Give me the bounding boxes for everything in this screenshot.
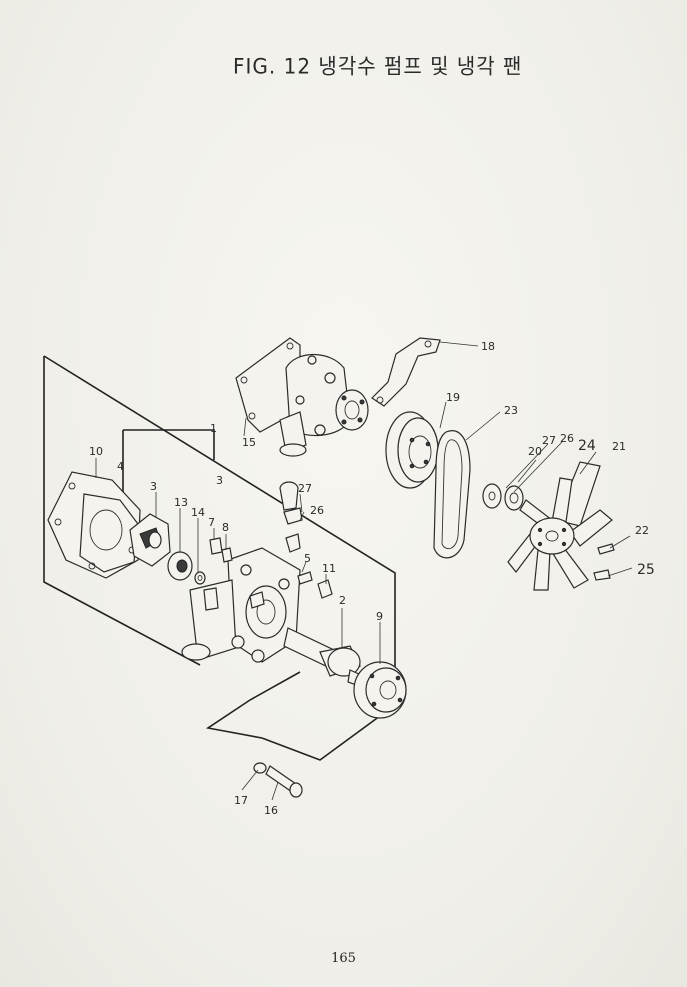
callout-18: 18 — [481, 340, 495, 353]
hose-fitting-parts — [279, 481, 303, 553]
callout-25: 25 — [637, 562, 655, 578]
callout-23: 23 — [504, 404, 518, 417]
pulley-part — [385, 411, 439, 489]
callout-17: 17 — [234, 794, 248, 807]
callout-2: 2 — [339, 594, 346, 607]
callout-26a: 26 — [560, 432, 574, 445]
figure-title: FIG. 12 냉각수 펌프 및 냉각 팬 — [233, 53, 523, 79]
callout-10: 10 — [89, 445, 103, 458]
callout-21: 21 — [612, 440, 626, 453]
fan-spacer-parts — [482, 483, 524, 511]
cooling-fan-part — [507, 461, 613, 591]
callout-19: 19 — [446, 391, 460, 404]
callout-1: 1 — [210, 422, 217, 435]
callout-7: 7 — [208, 516, 215, 529]
callout-15: 15 — [242, 436, 256, 449]
callout-13: 13 — [174, 496, 188, 509]
callout-3a: 3 — [150, 480, 157, 493]
bracket-part — [371, 337, 441, 407]
page-number: 165 — [331, 951, 356, 966]
fan-bolts — [593, 543, 615, 581]
callout-24: 24 — [578, 438, 596, 454]
callout-8: 8 — [222, 521, 229, 534]
callout-27b: 27 — [298, 482, 312, 495]
callout-14: 14 — [191, 506, 205, 519]
callout-5: 5 — [304, 552, 311, 565]
flange-part — [353, 661, 407, 719]
plug-parts — [209, 537, 233, 563]
callout-labels: 1 2 3 3 4 5 7 8 9 10 11 13 14 15 16 17 1… — [89, 340, 655, 817]
callout-26b: 26 — [310, 504, 324, 517]
gasket-plate-part — [47, 471, 141, 579]
pump-assembly-upper — [235, 337, 369, 457]
v-belt-part — [433, 430, 471, 559]
callout-27a: 27 — [542, 434, 556, 447]
seal-washer-parts — [167, 551, 206, 585]
callout-16: 16 — [264, 804, 278, 817]
leader-lines — [95, 341, 633, 801]
drain-bolt-parts — [253, 762, 303, 798]
callout-4: 4 — [117, 460, 124, 473]
impeller-part — [129, 513, 171, 567]
pump-body-part — [181, 547, 301, 663]
callout-20: 20 — [528, 445, 542, 458]
callout-22: 22 — [635, 524, 649, 537]
small-bolt-parts — [297, 571, 333, 599]
callout-9: 9 — [376, 610, 383, 623]
callout-11: 11 — [322, 562, 336, 575]
callout-3b: 3 — [216, 474, 223, 487]
